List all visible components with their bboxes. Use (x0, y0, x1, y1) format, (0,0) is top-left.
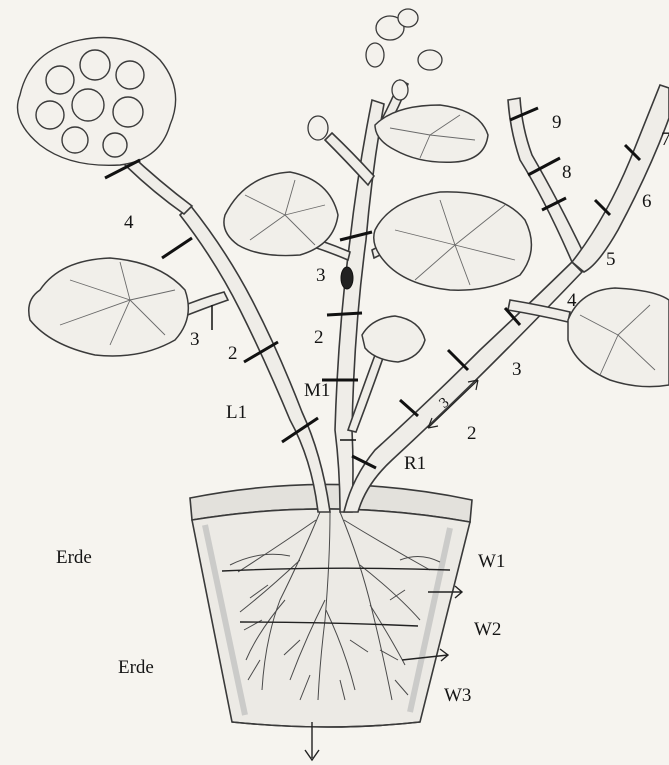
root-zone-label-w1: W1 (478, 552, 505, 571)
stem-label-r1: R1 (404, 454, 426, 473)
left-branch-number-4: 4 (124, 213, 134, 232)
left-branch-number-2: 2 (228, 344, 238, 363)
right-branch-number-2: 2 (467, 424, 477, 443)
left-branch-number-3: 3 (190, 330, 200, 349)
flower-head (18, 38, 176, 166)
right-branch-number-9: 9 (552, 113, 562, 132)
right-branch-number-3: 3 (512, 360, 522, 379)
leaf-small (362, 316, 425, 362)
stem-label-m1: M1 (304, 381, 330, 400)
soil-label-upper: Erde (56, 548, 92, 567)
right-branch-number-7: 7 (661, 130, 669, 149)
right-branch-number-5: 5 (606, 250, 616, 269)
dark-node (341, 267, 353, 289)
soil-label-lower: Erde (118, 658, 154, 677)
stem-label-l1: L1 (226, 403, 247, 422)
flower-pot (190, 484, 472, 727)
leaf-right (568, 288, 669, 387)
middle-stem-number-3: 3 (316, 266, 326, 285)
right-branch-number-4: 4 (567, 291, 577, 310)
root-zone-label-w3: W3 (444, 686, 471, 705)
middle-stem-number-2: 2 (314, 328, 324, 347)
leaf-left (29, 258, 189, 356)
right-branch-number-8: 8 (562, 163, 572, 182)
root-zone-label-w2: W2 (474, 620, 501, 639)
leaf-center-right (374, 192, 532, 290)
leaf-center-left (224, 172, 338, 256)
right-branch-number-6: 6 (642, 192, 652, 211)
